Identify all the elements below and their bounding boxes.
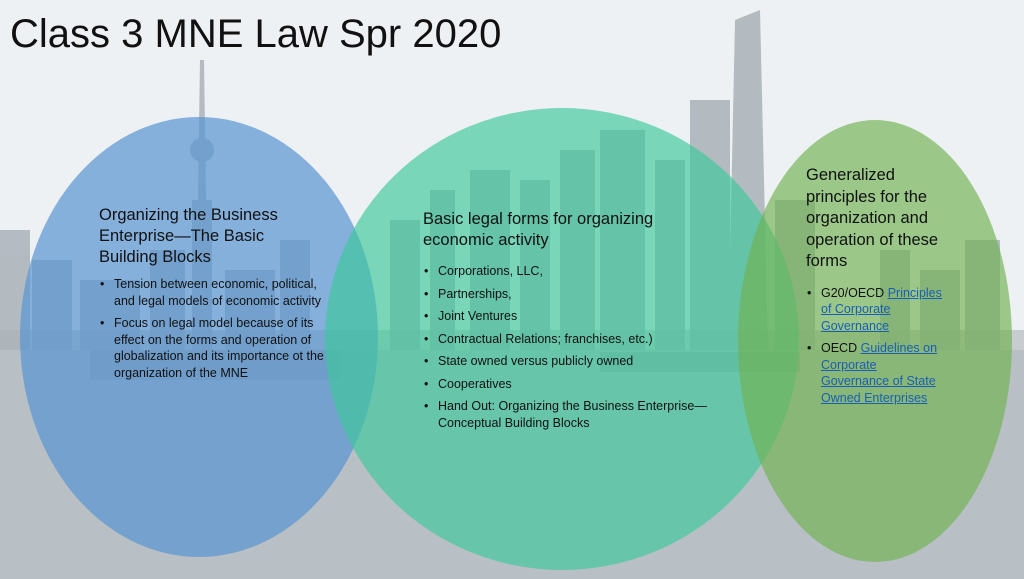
guidelines-link[interactable]: Guidelines on Corporate Governance of St… xyxy=(821,341,938,405)
right-circle-bullets: G20/OECD Principles of Corporate Governa… xyxy=(806,285,944,407)
middle-circle-heading: Basic legal forms for organizing economi… xyxy=(423,210,654,249)
slide-title: Class 3 MNE Law Spr 2020 xyxy=(10,12,502,56)
middle-circle-bullets: Corporations, LLC, Partnerships, Joint V… xyxy=(423,263,715,431)
right-circle-heading: Generalized principles for the organizat… xyxy=(806,166,939,270)
list-item: State owned versus publicly owned xyxy=(424,353,715,370)
list-item: Corporations, LLC, xyxy=(424,263,715,280)
bullet-prefix: OECD xyxy=(821,341,861,355)
left-circle-content: Organizing the Business Enterprise—The B… xyxy=(99,205,324,387)
list-item: Tension between economic, political, and… xyxy=(100,276,324,309)
middle-circle-content: Basic legal forms for organizing economi… xyxy=(423,209,715,437)
bullet-prefix: G20/OECD xyxy=(821,285,888,300)
left-circle-bullets: Tension between economic, political, and… xyxy=(99,276,324,381)
right-circle-content: Generalized principles for the organizat… xyxy=(806,165,944,412)
list-item: Joint Ventures xyxy=(424,308,715,325)
list-item: Hand Out: Organizing the Business Enterp… xyxy=(424,398,715,431)
list-item: Partnerships, xyxy=(424,286,715,303)
list-item: Contractual Relations; franchises, etc.) xyxy=(424,331,715,348)
list-item: Cooperatives xyxy=(424,376,715,393)
left-circle-heading: Organizing the Business Enterprise—The B… xyxy=(99,206,278,266)
list-item: OECD Guidelines on Corporate Governance … xyxy=(807,340,944,406)
list-item: Focus on legal model because of its effe… xyxy=(100,315,324,381)
list-item: G20/OECD Principles of Corporate Governa… xyxy=(807,285,944,335)
principles-link[interactable]: Principles of Corporate Governance xyxy=(821,285,942,333)
